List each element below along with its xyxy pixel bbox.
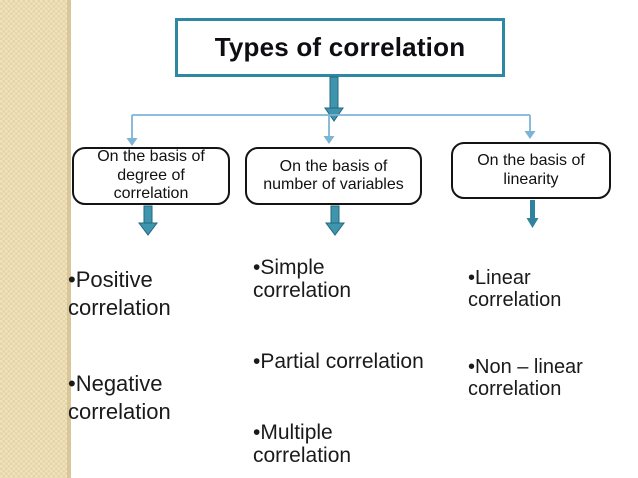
branch-box-degree: On the basis of degree of correlation [72,147,230,205]
arrow-degree [138,205,158,236]
left-decorative-strip [0,0,71,478]
bullet-item: •Linear correlation [468,267,562,311]
title-box: Types of correlation [175,18,505,77]
branch-box-variables-label: On the basis of number of variables [263,157,404,194]
bullet-item: •Negative correlation [68,371,171,424]
bullet-list-degree: •Positive correlation •Negative correlat… [68,238,200,474]
bullet-list-variables: •Simple correlation •Partial correlation… [253,233,433,478]
branch-box-linearity: On the basis of linearity [451,142,611,199]
bullet-item: •Positive correlation [68,267,171,320]
bullet-item: •Multiple correlation [253,421,352,467]
branch-box-linearity-label: On the basis of linearity [477,152,585,188]
branch-box-degree-label: On the basis of degree of correlation [97,148,205,203]
arrow-linearity [526,200,539,228]
bullet-item: •Non – linear correlation [468,356,583,400]
main-arrow [324,76,344,122]
bullet-item: •Partial correlation [253,350,424,373]
arrow-variables [325,205,345,236]
page-title: Types of correlation [214,32,466,62]
bullet-item: •Simple correlation [253,256,352,302]
bullet-list-linearity: •Linear correlation •Non – linear correl… [468,245,628,445]
branch-box-variables: On the basis of number of variables [245,147,422,205]
